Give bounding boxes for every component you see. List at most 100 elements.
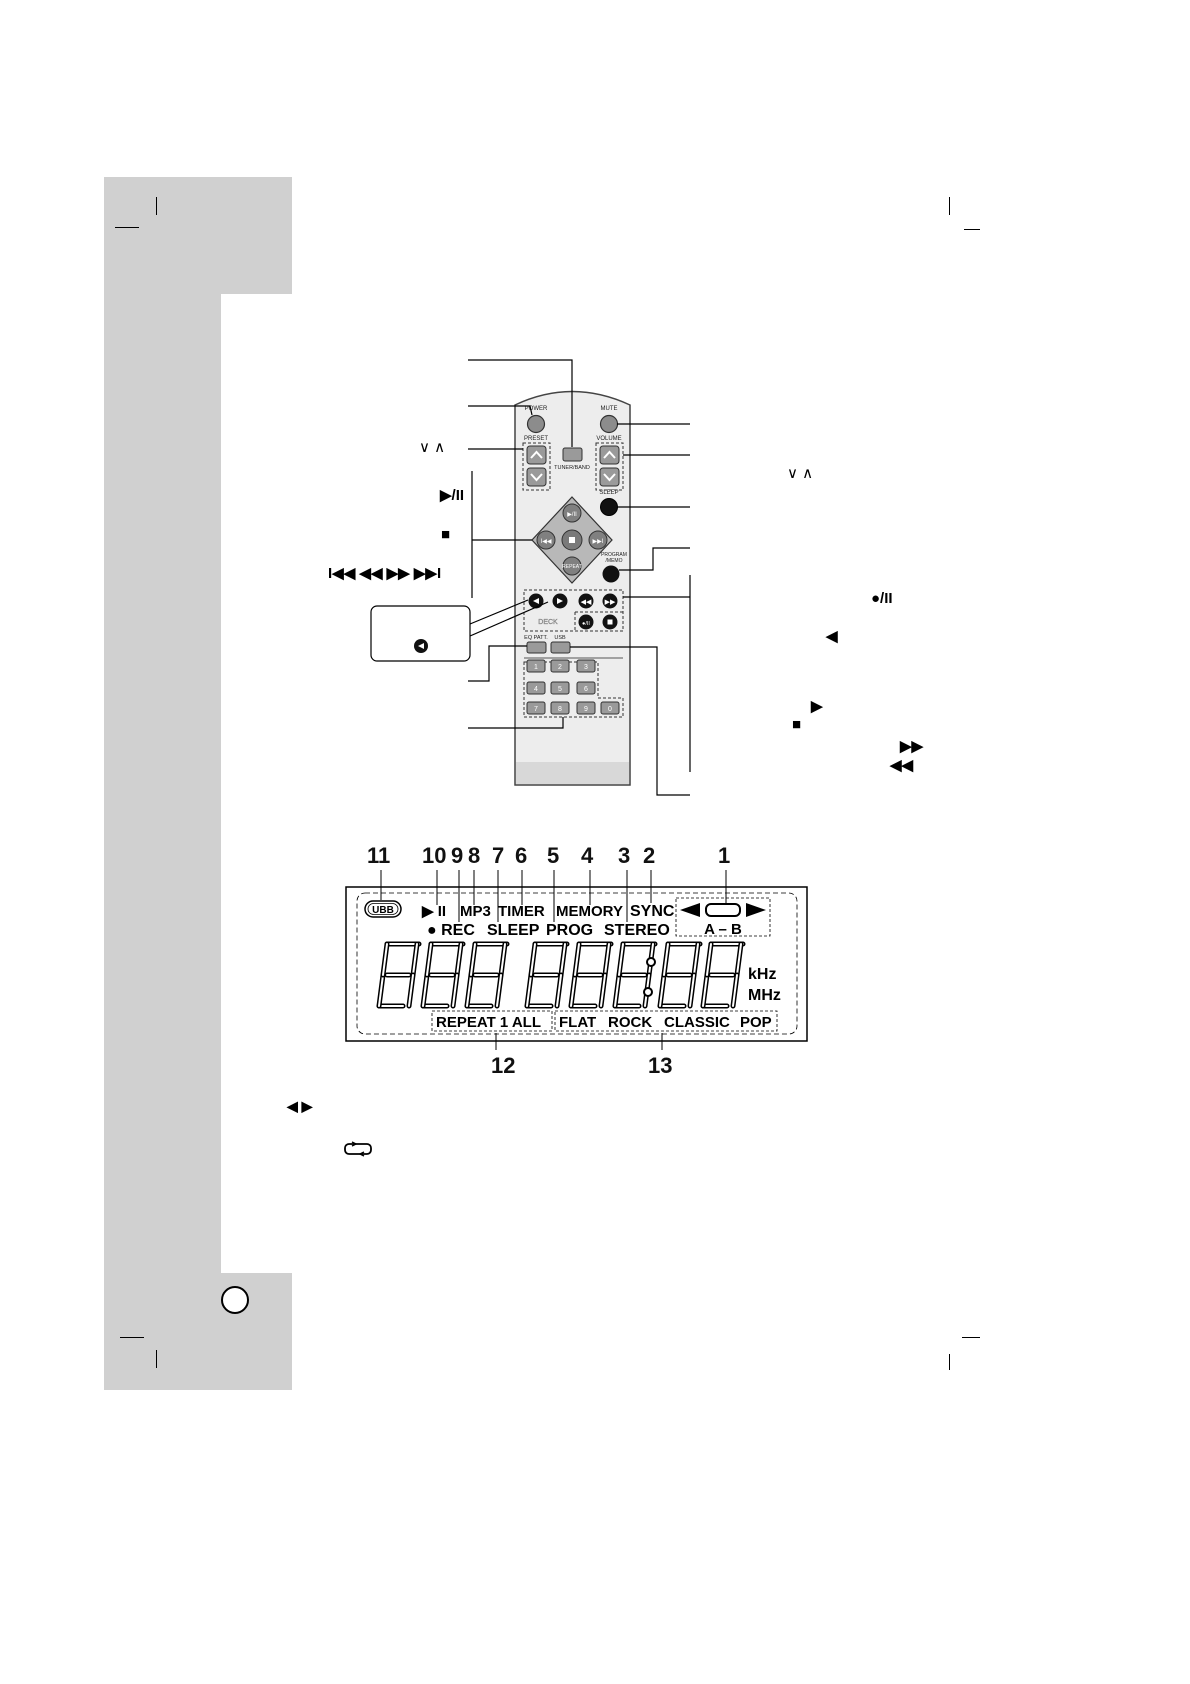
tuner-band-label: TUNER/BAND: [554, 465, 590, 471]
stop-symbol: ■: [441, 526, 451, 543]
eq-patt-button: [526, 641, 547, 654]
ubb-badge-inner: [367, 903, 399, 915]
numpad-button-5[interactable]: [550, 681, 570, 695]
numpad-label-6: 6: [584, 686, 588, 693]
digit-7-segment-2-inner: [693, 943, 699, 976]
gray-bottom-tab: [104, 1273, 292, 1390]
preset-up-button: [526, 445, 547, 465]
digit-4-segment-3-inner: [556, 974, 562, 1007]
tuner-band-button: [562, 447, 583, 462]
digit-6-segment-5-inner: [614, 974, 620, 1007]
repeat-arrow-right: [746, 903, 766, 917]
usb-button: [550, 641, 571, 654]
leader-line-eq: [468, 645, 527, 682]
indicator-play-pause: ▶ II: [421, 903, 446, 920]
play-pause-symbol: ▶/II: [440, 487, 465, 504]
digit-2-segment-6-inner: [426, 943, 432, 976]
numpad-label-8: 8: [558, 706, 562, 713]
eq-patt-label: EQ PATT.: [524, 635, 548, 641]
volume-up-icon: [603, 450, 616, 459]
numpad-button-9[interactable]: [576, 701, 596, 715]
digit-7-segment-5-inner: [659, 974, 665, 1007]
deck-reverse-play-icon: [533, 598, 539, 604]
digit-7-segment-6-inner: [663, 943, 669, 976]
numpad-button-8[interactable]: [550, 701, 570, 715]
indicator-sync: SYNC: [630, 903, 675, 920]
leader-line-numpad: [468, 717, 564, 729]
digit-4-segment-6-inner: [530, 943, 536, 976]
callout-2: 2: [643, 843, 656, 868]
program-memo-button: [602, 565, 620, 583]
digit-1-segment-6-inner: [382, 943, 388, 976]
fast-forward-symbol: ▶▶: [900, 738, 924, 755]
dpad-repeat-button: [562, 556, 582, 576]
numpad-label-7: 7: [534, 706, 538, 713]
sleep-button: [600, 498, 618, 516]
numpad-label-2: 2: [558, 664, 562, 671]
indicator-sleep: SLEEP: [487, 922, 540, 939]
dpad-repeat-label: REPEAT: [562, 564, 582, 570]
volume-up-button: [599, 445, 620, 465]
numpad-button-6[interactable]: [576, 681, 596, 695]
digit-3-segment-5-inner: [466, 974, 472, 1007]
indicator-repeat-mode: REPEAT 1 ALL: [436, 1014, 541, 1031]
forward-play-symbol: ▶: [811, 698, 823, 715]
leader-line-program: [619, 547, 690, 571]
page-number-circle: [221, 1286, 249, 1314]
usb-label: USB: [554, 635, 566, 641]
crop-mark: [962, 1337, 980, 1338]
crop-mark: [120, 1337, 144, 1338]
indicator-mp3: MP3: [460, 903, 491, 920]
numpad-button-0[interactable]: [600, 701, 620, 715]
crop-mark: [156, 1350, 157, 1368]
indicator-rec: ● REC: [427, 922, 475, 939]
deck-rec-pause-label: ●/II: [582, 621, 590, 627]
dpad-skip-forward-icon: ▶▶I: [593, 539, 604, 545]
preset-down-icon: [530, 473, 543, 482]
seven-segment-digits: [376, 941, 746, 1009]
numpad-button-3[interactable]: [576, 659, 596, 673]
digit-7-segment-3-inner: [689, 974, 695, 1007]
power-label: POWER: [525, 406, 548, 412]
numpad-label-9: 9: [584, 706, 588, 713]
callout-5: 5: [547, 843, 560, 868]
deck-rewind-icon: ◀◀: [581, 599, 592, 606]
digit-4-segment-2-inner: [560, 943, 566, 976]
numpad-group-outline: [523, 661, 624, 718]
volume-label: VOLUME: [596, 436, 621, 442]
eq-pop: POP: [740, 1014, 772, 1031]
segment-readout: 888 888:88: [560, 989, 565, 991]
preset-group-outline: [522, 442, 551, 491]
preset-label: PRESET: [524, 436, 548, 442]
leader-line-deck-a: [469, 599, 529, 625]
callout-13: 13: [648, 1053, 673, 1078]
display-inner-frame: [356, 892, 798, 1035]
numpad-button-7[interactable]: [526, 701, 546, 715]
numpad-button-1[interactable]: [526, 659, 546, 673]
numpad-label-5: 5: [558, 686, 562, 693]
numpad-label-0: 0: [608, 706, 612, 713]
digit-5-segment-6-inner: [574, 943, 580, 976]
footnote-repeat-icon: [344, 1141, 372, 1157]
numpad-button-4[interactable]: [526, 681, 546, 695]
ubb-text: UBB: [372, 905, 394, 916]
program-memo-label-2: /MEMO: [606, 558, 623, 564]
eq-mode-box: [554, 1010, 778, 1032]
digit-1-segment-5-inner: [378, 974, 384, 1007]
indicator-mhz: MHz: [748, 987, 781, 1004]
numpad-label-1: 1: [534, 664, 538, 671]
remote-diagram: POWER MUTE PRESET VOLUME TUNER/BAND SLEE…: [370, 359, 691, 796]
leader-line-deck-a-2: [469, 601, 549, 637]
dpad-play-label: ▶/II: [567, 512, 577, 518]
mute-button: [599, 414, 619, 434]
program-memo-label: PROGRAM: [601, 552, 627, 558]
indicator-prog: PROG: [546, 922, 593, 939]
power-button: [526, 414, 546, 434]
numpad-button-2[interactable]: [550, 659, 570, 673]
digit-8-segment-6-inner: [706, 943, 712, 976]
volume-down-button: [599, 467, 620, 487]
digit-3-segment-3-inner: [496, 974, 502, 1007]
preset-arrows-symbol: ∨ ∧: [419, 439, 446, 456]
gray-left-band: [104, 177, 221, 1390]
